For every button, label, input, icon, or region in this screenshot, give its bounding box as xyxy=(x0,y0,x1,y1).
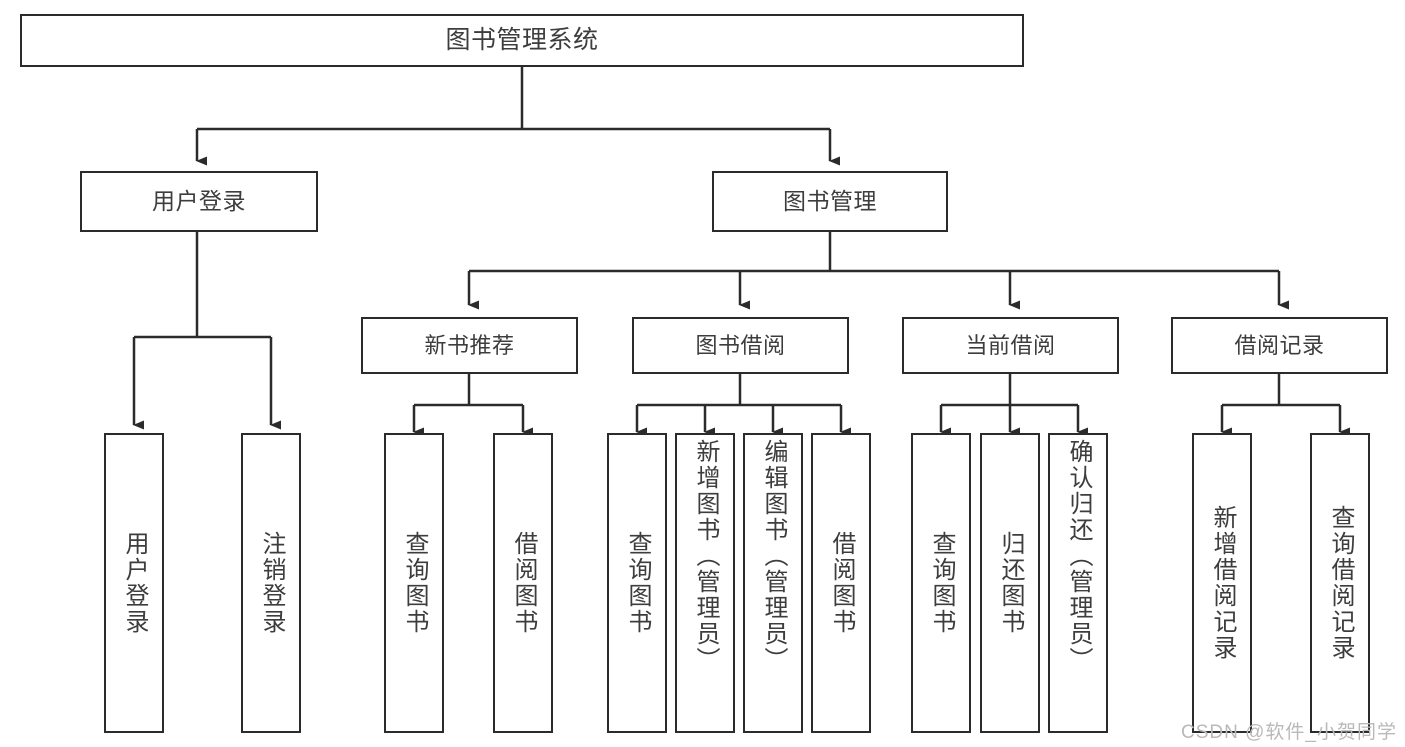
node-leaf-add-book-label: 新增图书（管理员） xyxy=(691,439,719,673)
node-borrow-record[interactable]: 借阅记录 xyxy=(1171,317,1388,374)
node-leaf-edit-book-label: 编辑图书（管理员） xyxy=(759,439,787,673)
node-root-label: 图书管理系统 xyxy=(445,25,599,54)
node-book-manage[interactable]: 图书管理 xyxy=(712,171,948,232)
node-leaf-user-login-label: 用户登录 xyxy=(120,531,148,635)
node-leaf-user-logout[interactable]: 注销登录 xyxy=(241,433,301,733)
node-user-login[interactable]: 用户登录 xyxy=(80,171,318,232)
watermark-text: CSDN @软件_小贺同学 xyxy=(1181,722,1397,743)
node-leaf-borrow-book-label: 借阅图书 xyxy=(827,531,855,635)
node-leaf-add-borrow-record[interactable]: 新增借阅记录 xyxy=(1192,433,1252,733)
node-leaf-query-borrow-record[interactable]: 查询借阅记录 xyxy=(1310,433,1370,733)
node-book-borrow[interactable]: 图书借阅 xyxy=(632,317,849,374)
node-borrow-record-label: 借阅记录 xyxy=(1234,332,1325,358)
node-leaf-add-book[interactable]: 新增图书（管理员） xyxy=(675,433,735,733)
node-leaf-borrow-book-recommend-label: 借阅图书 xyxy=(509,531,537,635)
node-leaf-return-book[interactable]: 归还图书 xyxy=(980,433,1040,733)
node-current-borrow[interactable]: 当前借阅 xyxy=(902,317,1119,374)
node-leaf-query-book-borrow-label: 查询图书 xyxy=(623,531,651,635)
node-leaf-query-book-recommend-label: 查询图书 xyxy=(400,531,428,635)
node-leaf-query-borrow-record-label: 查询借阅记录 xyxy=(1326,505,1354,661)
node-book-manage-label: 图书管理 xyxy=(783,187,877,214)
node-root[interactable]: 图书管理系统 xyxy=(20,14,1024,67)
node-user-login-label: 用户登录 xyxy=(152,187,246,214)
node-leaf-confirm-return[interactable]: 确认归还（管理员） xyxy=(1048,433,1108,733)
node-leaf-edit-book[interactable]: 编辑图书（管理员） xyxy=(743,433,803,733)
node-leaf-borrow-book-recommend[interactable]: 借阅图书 xyxy=(493,433,553,733)
node-leaf-confirm-return-label: 确认归还（管理员） xyxy=(1064,439,1092,673)
node-leaf-query-book-borrow[interactable]: 查询图书 xyxy=(607,433,667,733)
node-book-borrow-label: 图书借阅 xyxy=(695,332,786,358)
node-leaf-user-login[interactable]: 用户登录 xyxy=(104,433,164,733)
node-new-book-recommend[interactable]: 新书推荐 xyxy=(361,317,578,374)
node-leaf-return-book-label: 归还图书 xyxy=(996,531,1024,635)
node-leaf-user-logout-label: 注销登录 xyxy=(257,531,285,635)
node-current-borrow-label: 当前借阅 xyxy=(965,332,1056,358)
node-leaf-add-borrow-record-label: 新增借阅记录 xyxy=(1208,505,1236,661)
node-leaf-query-book-current[interactable]: 查询图书 xyxy=(911,433,971,733)
node-leaf-borrow-book[interactable]: 借阅图书 xyxy=(811,433,871,733)
node-leaf-query-book-current-label: 查询图书 xyxy=(927,531,955,635)
node-new-book-recommend-label: 新书推荐 xyxy=(424,332,515,358)
node-leaf-query-book-recommend[interactable]: 查询图书 xyxy=(384,433,444,733)
